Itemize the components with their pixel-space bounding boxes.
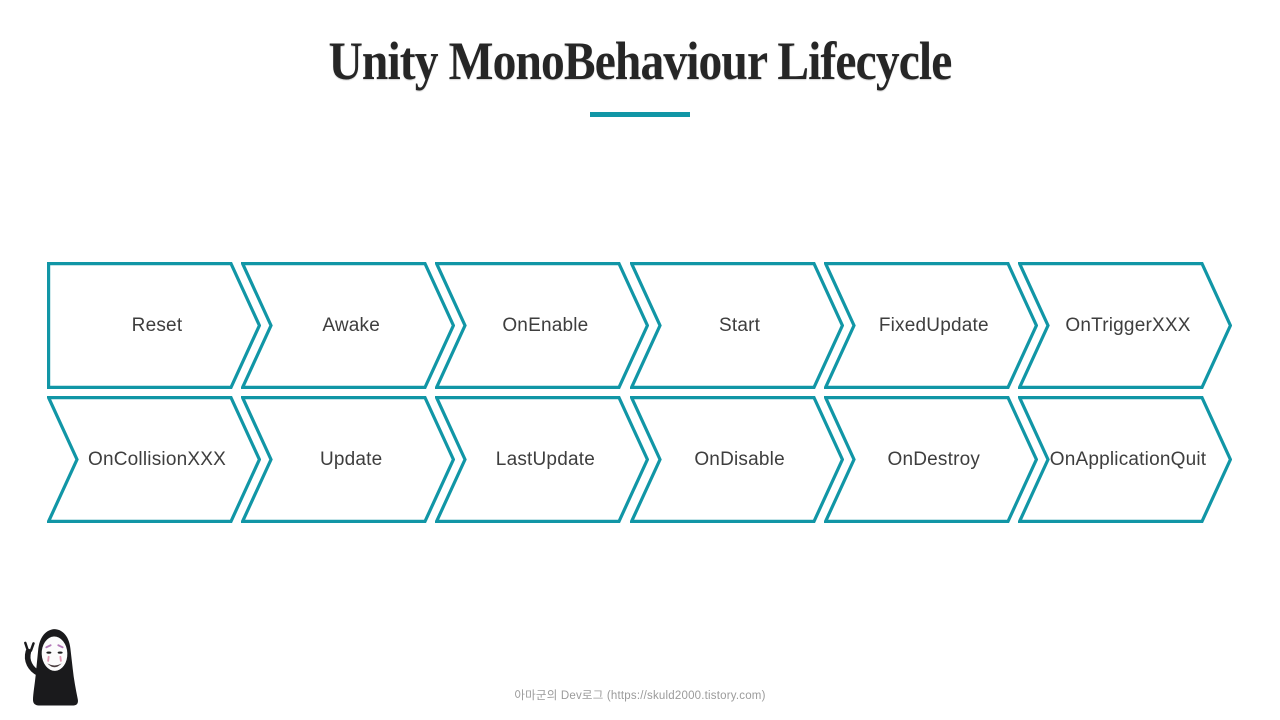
chevron-arrow-shape — [823, 262, 1038, 389]
lifecycle-stage-label: FixedUpdate — [878, 314, 989, 336]
no-face-mascot-icon — [24, 629, 78, 706]
lifecycle-stage: Start — [629, 262, 844, 389]
chevron-arrow-shape — [241, 262, 456, 389]
lifecycle-stage-label: OnDestroy — [887, 448, 981, 470]
chevron-arrow-shape — [435, 262, 650, 389]
lifecycle-stage-label: OnTriggerXXX — [1065, 314, 1191, 336]
lifecycle-stage-label: LastUpdate — [495, 448, 595, 470]
lifecycle-stage: Reset — [47, 262, 261, 389]
lifecycle-stage-label: Start — [719, 314, 761, 336]
chevron-arrow-shape — [435, 396, 650, 523]
chevron-arrow-shape — [47, 396, 261, 523]
mascot-left-eye — [46, 651, 52, 654]
title-divider — [590, 112, 690, 117]
chevron-arrow-shape — [629, 396, 844, 523]
lifecycle-stage: FixedUpdate — [823, 262, 1038, 389]
lifecycle-stage: Update — [241, 396, 456, 523]
page-title-text: Unity MonoBehaviour Lifecycle — [328, 31, 953, 91]
lifecycle-stage-label: OnDisable — [694, 448, 785, 470]
mascot-mouth — [47, 663, 62, 668]
lifecycle-stage-label: OnEnable — [502, 314, 589, 336]
chevron-arrow-shape — [47, 262, 261, 389]
lifecycle-stage: OnApplicationQuit — [1018, 396, 1232, 523]
mascot-right-brow-mark — [57, 644, 64, 649]
lifecycle-stage: OnEnable — [435, 262, 650, 389]
lifecycle-stage: Awake — [241, 262, 456, 389]
lifecycle-stage-label: OnCollisionXXX — [88, 448, 226, 470]
lifecycle-stage-label: Reset — [131, 314, 183, 336]
chevron-arrow-shape — [823, 396, 1038, 523]
mascot-left-cheek-mark — [47, 655, 50, 662]
lifecycle-stage: OnTriggerXXX — [1018, 262, 1232, 389]
chevron-arrow-shape — [1018, 396, 1232, 523]
chevron-arrow-shape — [629, 262, 844, 389]
mascot-fingers — [24, 641, 35, 652]
lifecycle-stage-label: Awake — [322, 314, 381, 336]
chevron-arrow-shape — [1018, 262, 1232, 389]
mascot-right-eye — [57, 651, 63, 654]
lifecycle-stage: LastUpdate — [435, 396, 650, 523]
mascot-face — [41, 636, 68, 671]
page-title: Unity MonoBehaviour Lifecycle — [0, 30, 1280, 92]
lifecycle-stage: OnCollisionXXX — [47, 396, 261, 523]
mascot-left-brow-mark — [45, 644, 52, 649]
lifecycle-stage: OnDestroy — [823, 396, 1038, 523]
mascot-right-cheek-mark — [59, 655, 62, 662]
lifecycle-stage-label: OnApplicationQuit — [1049, 448, 1207, 470]
footer-credit: 아마군의 Dev로그 (https://skuld2000.tistory.co… — [514, 690, 766, 702]
lifecycle-stage: OnDisable — [629, 396, 844, 523]
lifecycle-stage-label: Update — [319, 448, 383, 470]
chevron-arrow-shape — [241, 396, 456, 523]
